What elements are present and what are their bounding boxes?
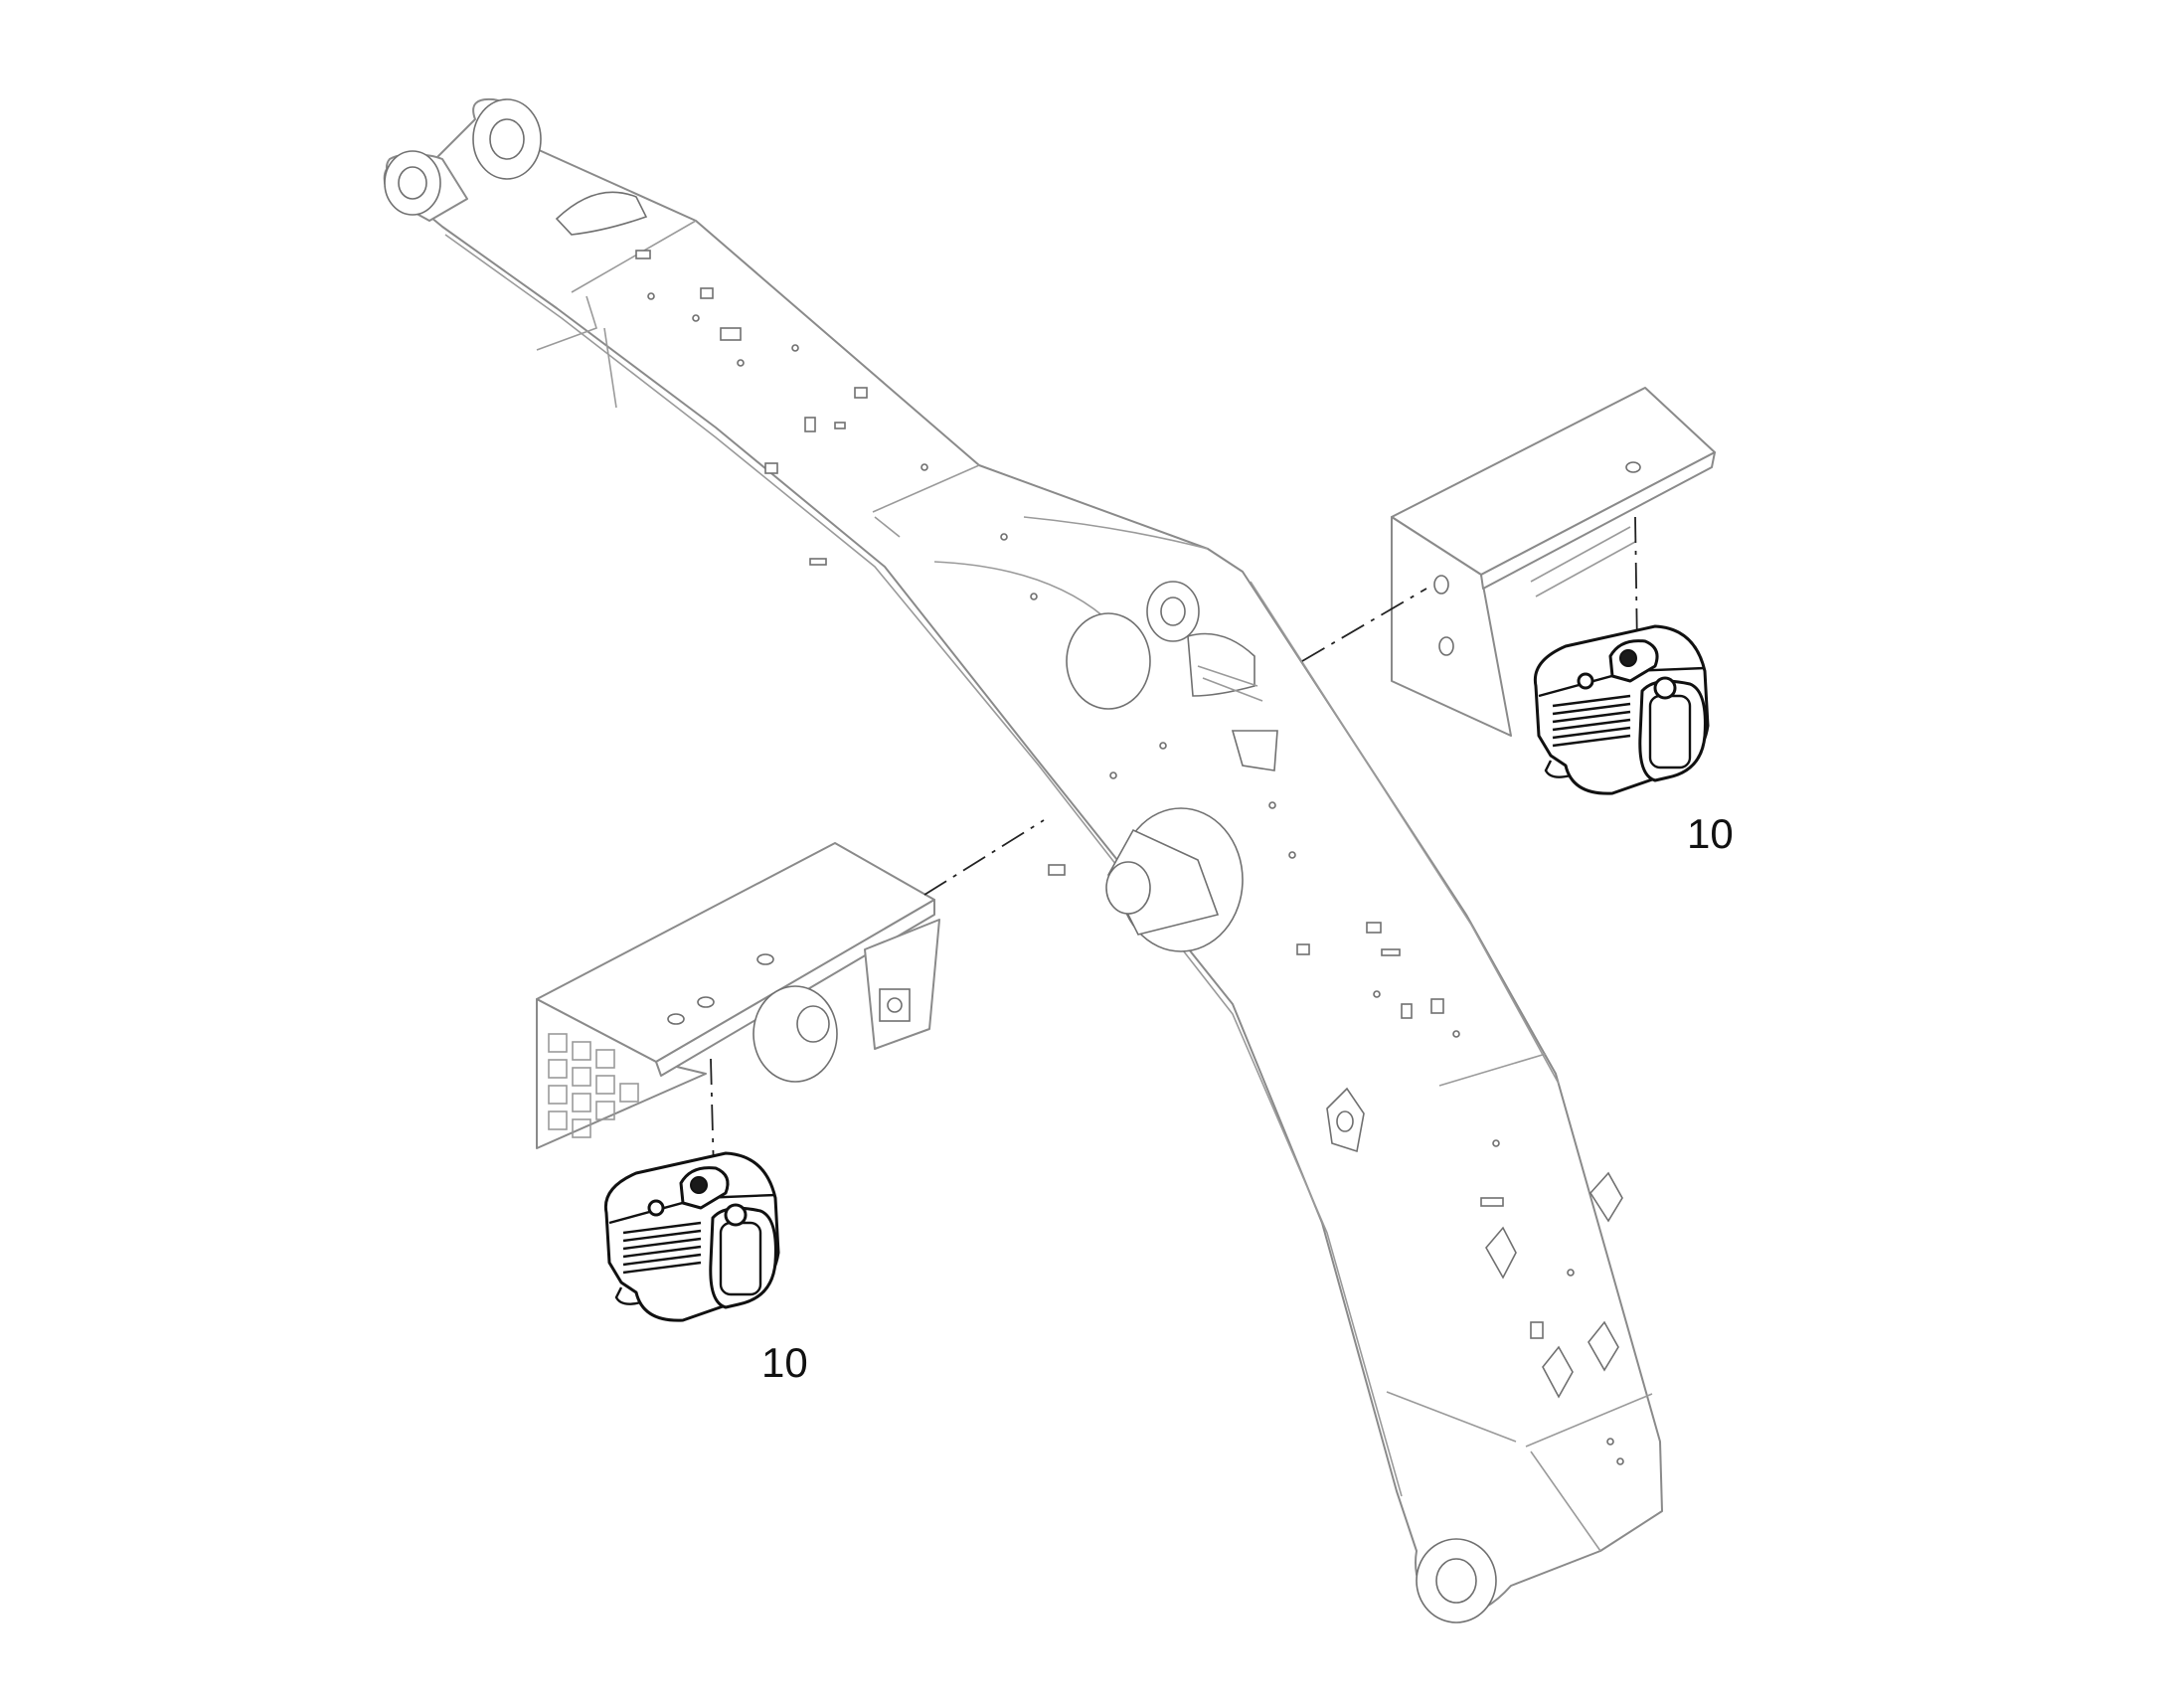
callout-label-right: 10 [1687,810,1734,857]
callout-label-left: 10 [761,1339,808,1386]
work-light-right-icon [1533,624,1710,795]
assembly-lines [710,516,1638,1174]
boom-arm [383,97,1663,1623]
work-light-left-icon [603,1151,780,1322]
mounting-bracket-left [536,842,940,1149]
mounting-bracket-right [1391,387,1716,737]
